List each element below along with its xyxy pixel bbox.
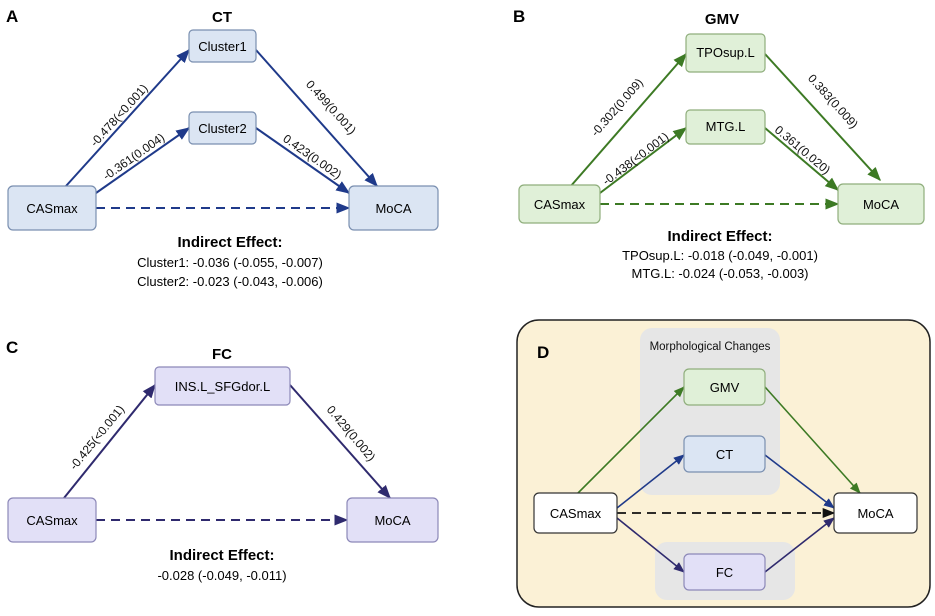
path-label-b-b1: 0.383(0.009) xyxy=(805,71,861,131)
node-casmax-a-label: CASmax xyxy=(26,201,78,216)
node-cluster1 xyxy=(188,29,257,63)
node-mtg xyxy=(685,109,766,145)
node-d-moca xyxy=(833,492,918,534)
panel-a-indirect-line-2: Cluster2: -0.023 (-0.043, -0.006) xyxy=(137,274,323,289)
arrow-casmax-to-cluster1 xyxy=(65,48,190,187)
node-tposup xyxy=(685,33,766,73)
node-d-gmv-label: GMV xyxy=(710,380,740,395)
path-label-b1: 0.499(0.001) xyxy=(303,77,359,137)
node-d-moca-label: MoCA xyxy=(857,506,893,521)
arrow-mtg-to-moca xyxy=(764,127,840,191)
node-d-fc xyxy=(683,553,766,591)
node-d-casmax-label: CASmax xyxy=(550,506,602,521)
arrow-d-fc-to-moca xyxy=(764,517,835,573)
arrow-cluster2-to-moca xyxy=(255,127,351,194)
panel-b-letter: B xyxy=(513,7,525,26)
node-moca-a-label: MoCA xyxy=(375,201,411,216)
node-cluster1-label: Cluster1 xyxy=(198,39,246,54)
node-d-gmv xyxy=(683,368,766,406)
path-label-c-a1: -0.425(<0.001) xyxy=(67,402,128,472)
panel-b: B GMV TPOsup.L MTG.L CASmax MoCA -0.302(… xyxy=(513,7,925,281)
node-d-casmax xyxy=(533,492,618,534)
panel-a: A CT Cluster1 Cluster2 CASmax MoCA -0.47… xyxy=(6,7,439,289)
panel-d-letter: D xyxy=(537,343,549,362)
panel-c-indirect-line-1: -0.028 (-0.049, -0.011) xyxy=(157,568,286,583)
arrow-d-gmv-to-moca xyxy=(764,386,861,494)
panel-d-group-title: Morphological Changes xyxy=(650,341,771,353)
panel-b-title: GMV xyxy=(705,11,739,28)
node-moca-b xyxy=(837,183,925,225)
panel-a-indirect-line-1: Cluster1: -0.036 (-0.055, -0.007) xyxy=(137,255,323,270)
node-cluster2-label: Cluster2 xyxy=(198,121,246,136)
arrow-d-ct-to-moca xyxy=(764,454,835,509)
panel-c: C FC INS.L_SFGdor.L CASmax MoCA -0.425(<… xyxy=(6,338,439,583)
path-label-b-a2: -0.438(<0.001) xyxy=(600,129,672,188)
arrow-casmax-to-cluster2 xyxy=(95,127,191,194)
node-casmax-b-label: CASmax xyxy=(534,197,586,212)
panel-a-indirect-title: Indirect Effect: xyxy=(177,234,282,251)
panel-c-letter: C xyxy=(6,338,18,357)
node-moca-c-label: MoCA xyxy=(374,513,410,528)
node-casmax-c xyxy=(7,497,97,543)
arrow-casmax-to-tposup xyxy=(569,52,687,188)
panel-b-indirect-title: Indirect Effect: xyxy=(667,228,772,245)
node-moca-b-label: MoCA xyxy=(863,197,899,212)
path-label-b-b2: 0.361(0.020) xyxy=(772,123,833,177)
node-moca-a xyxy=(348,185,439,231)
arrow-ins-to-moca xyxy=(289,384,391,500)
panel-b-indirect-line-1: TPOsup.L: -0.018 (-0.049, -0.001) xyxy=(622,248,818,263)
panel-b-indirect-line-2: MTG.L: -0.024 (-0.053, -0.003) xyxy=(631,266,808,281)
path-label-a1: -0.478(<0.001) xyxy=(87,81,150,149)
panel-d: D Morphological Changes GMV CT FC CASmax… xyxy=(516,319,931,608)
panel-a-title: CT xyxy=(212,9,232,26)
node-d-ct xyxy=(683,435,766,473)
panel-c-title: FC xyxy=(212,346,232,363)
node-ins-sfgdor-label: INS.L_SFGdor.L xyxy=(175,379,270,394)
node-d-ct-label: CT xyxy=(716,447,733,462)
node-ins-sfgdor xyxy=(154,366,291,406)
node-mtg-label: MTG.L xyxy=(706,119,746,134)
arrow-tposup-to-moca xyxy=(764,53,881,182)
arrow-casmax-to-ins xyxy=(63,383,156,499)
node-cluster2 xyxy=(188,111,257,145)
arrow-d-casmax-to-ct xyxy=(616,454,685,509)
node-casmax-a xyxy=(7,185,97,231)
panel-c-indirect-title: Indirect Effect: xyxy=(169,547,274,564)
path-label-b-a1: -0.302(0.009) xyxy=(588,76,646,140)
arrow-cluster1-to-moca xyxy=(255,49,378,188)
node-casmax-b xyxy=(518,184,601,224)
node-moca-c xyxy=(346,497,439,543)
arrow-d-casmax-to-gmv xyxy=(577,386,685,494)
arrow-d-casmax-to-fc xyxy=(616,517,685,573)
node-tposup-label: TPOsup.L xyxy=(696,45,755,60)
panel-a-letter: A xyxy=(6,7,18,26)
node-d-fc-label: FC xyxy=(716,565,733,580)
arrow-casmax-to-mtg xyxy=(599,127,688,194)
node-casmax-c-label: CASmax xyxy=(26,513,78,528)
